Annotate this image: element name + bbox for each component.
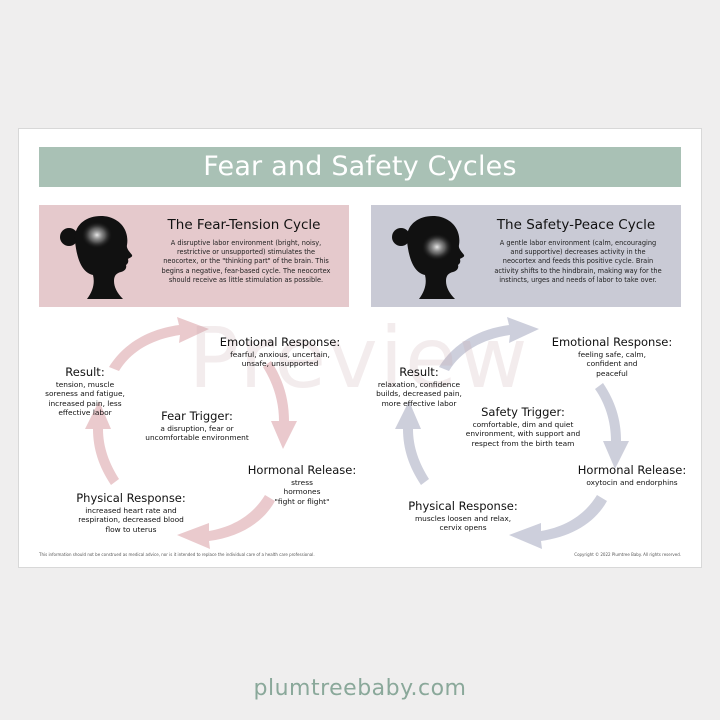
safety-trigger: Safety Trigger: comfortable, dim and qui… bbox=[459, 405, 587, 448]
safety-result-heading: Result: bbox=[399, 365, 439, 379]
fear-physical-text: increased heart rate and respiration, de… bbox=[78, 506, 184, 534]
safety-emotional-response: Emotional Response: feeling safe, calm, … bbox=[547, 335, 677, 378]
fear-hormonal-text: stress hormones "fight or flight" bbox=[274, 478, 330, 506]
fear-result-heading: Result: bbox=[65, 365, 105, 379]
fear-result-text: tension, muscle soreness and fatigue, in… bbox=[45, 380, 125, 417]
safety-hormonal-release: Hormonal Release: oxytocin and endorphin… bbox=[569, 463, 695, 487]
fear-header-box: The Fear-Tension Cycle A disruptive labo… bbox=[39, 205, 349, 307]
safety-trigger-heading: Safety Trigger: bbox=[481, 405, 565, 419]
fear-emotional-heading: Emotional Response: bbox=[219, 335, 341, 349]
cycle-arrows bbox=[85, 317, 629, 549]
site-url[interactable]: plumtreebaby.com bbox=[253, 676, 467, 701]
safety-emotional-text: feeling safe, calm, confident and peacef… bbox=[578, 350, 646, 378]
poster-title: Fear and Safety Cycles bbox=[39, 147, 681, 187]
safety-emotional-heading: Emotional Response: bbox=[551, 335, 673, 349]
fear-cycle-title: The Fear-Tension Cycle bbox=[167, 217, 321, 233]
fear-trigger-heading: Fear Trigger: bbox=[161, 409, 233, 423]
fear-emotional-response: Emotional Response: fearful, anxious, un… bbox=[215, 335, 345, 369]
safety-trigger-text: comfortable, dim and quiet environment, … bbox=[465, 420, 581, 448]
fear-cycle-arrows bbox=[85, 317, 297, 549]
head-silhouette-icon bbox=[392, 216, 465, 299]
safety-result-text: relaxation, confidence builds, decreased… bbox=[376, 380, 462, 408]
poster: Fear and Safety Cycles The Fear-Tension … bbox=[18, 128, 702, 568]
copyright-text: Copyright © 2022 Plumtree Baby. All righ… bbox=[574, 552, 681, 557]
disclaimer-text: This information should not be construed… bbox=[39, 552, 315, 557]
safety-cycle-description: A gentle labor environment (calm, encour… bbox=[494, 239, 662, 284]
fear-emotional-text: fearful, anxious, uncertain, unsafe, uns… bbox=[230, 350, 330, 369]
fear-trigger: Fear Trigger: a disruption, fear or unco… bbox=[137, 409, 257, 443]
fear-hormonal-heading: Hormonal Release: bbox=[247, 463, 357, 477]
safety-hormonal-heading: Hormonal Release: bbox=[577, 463, 687, 477]
fear-trigger-text: a disruption, fear or uncomfortable envi… bbox=[145, 424, 249, 443]
fear-cycle-description: A disruptive labor environment (bright, … bbox=[161, 239, 331, 284]
head-silhouette-icon bbox=[60, 216, 133, 299]
safety-result: Result: relaxation, confidence builds, d… bbox=[373, 365, 465, 408]
fear-result: Result: tension, muscle soreness and fat… bbox=[39, 365, 131, 417]
fear-physical-response: Physical Response: increased heart rate … bbox=[71, 491, 191, 534]
safety-physical-text: muscles loosen and relax, cervix opens bbox=[414, 514, 512, 533]
safety-header-box: The Safety-Peace Cycle A gentle labor en… bbox=[371, 205, 681, 307]
fear-hormonal-release: Hormonal Release: stress hormones "fight… bbox=[239, 463, 365, 506]
safety-cycle-title: The Safety-Peace Cycle bbox=[496, 217, 656, 233]
fear-physical-heading: Physical Response: bbox=[76, 491, 186, 505]
safety-physical-response: Physical Response: muscles loosen and re… bbox=[403, 499, 523, 533]
safety-cycle-arrows bbox=[395, 317, 629, 549]
safety-hormonal-text: oxytocin and endorphins bbox=[586, 478, 678, 487]
safety-physical-heading: Physical Response: bbox=[408, 499, 518, 513]
